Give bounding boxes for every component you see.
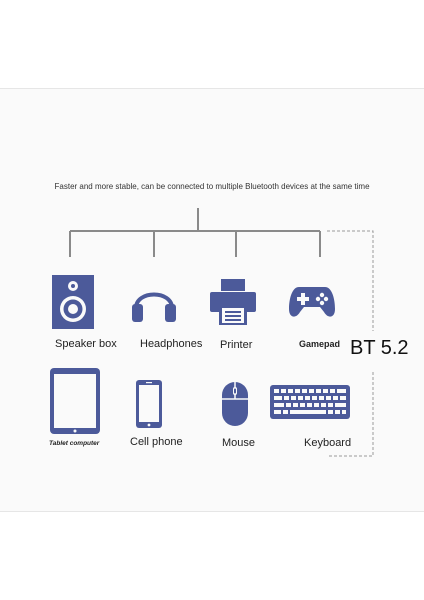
gamepad-label: Gamepad: [299, 339, 341, 349]
mouse-label: Mouse: [222, 437, 256, 449]
headphones-icon: [132, 292, 176, 322]
mouse-icon: [222, 382, 248, 426]
tablet-label: Tablet computer: [49, 440, 100, 447]
keyboard-label: Keyboard: [304, 437, 352, 449]
gamepad-icon: [289, 287, 335, 317]
speaker-label: Speaker box: [55, 338, 117, 350]
speaker-icon: [52, 275, 94, 329]
printer-label: Printer: [220, 339, 253, 351]
bt-version-badge: BT 5.2: [350, 337, 409, 359]
tablet-icon: [50, 368, 100, 434]
cell-phone-label: Cell phone: [130, 436, 183, 448]
cell-phone-icon: [136, 380, 162, 428]
keyboard-icon: [270, 385, 350, 419]
headline: Faster and more stable, can be connected…: [54, 181, 370, 191]
headphones-label: Headphones: [140, 338, 203, 350]
printer-icon: [210, 279, 256, 325]
